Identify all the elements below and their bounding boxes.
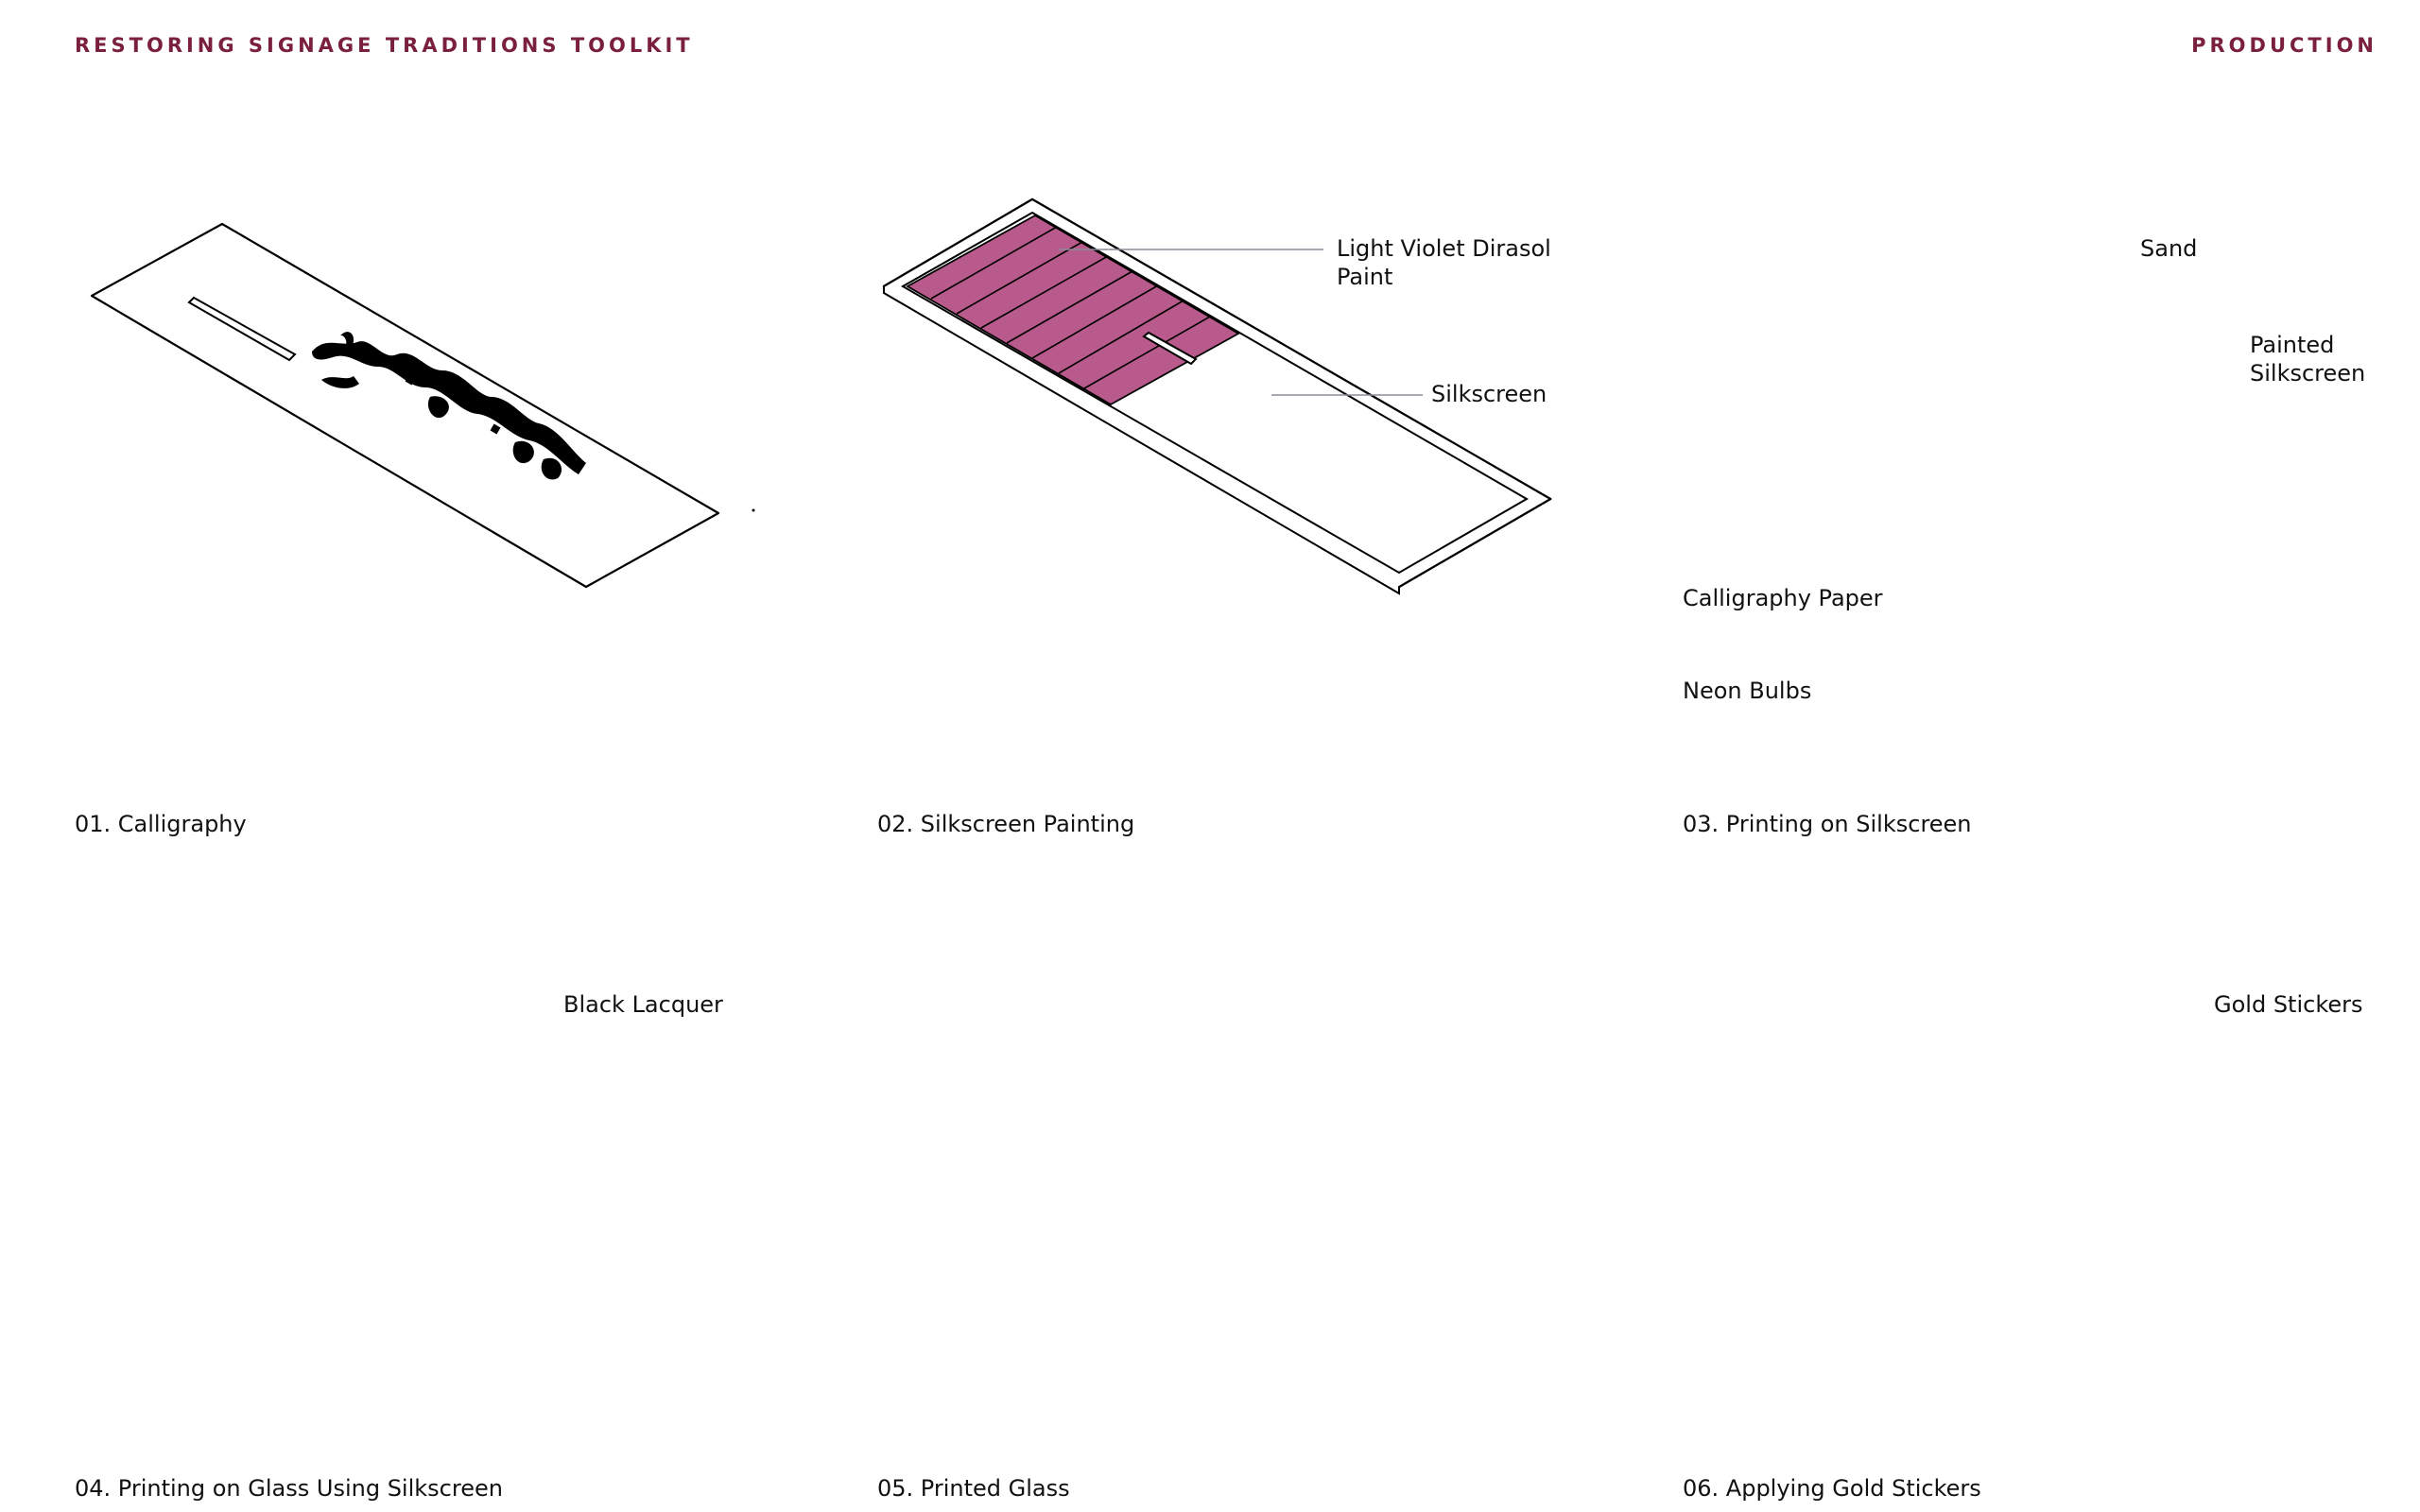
section-title: PRODUCTION — [2191, 34, 2377, 57]
label-sand: Sand — [2140, 235, 2198, 262]
label-neon-bulbs: Neon Bulbs — [1683, 678, 1812, 704]
label-silkscreen: Silkscreen — [1431, 381, 1547, 407]
step2-caption: 02. Silkscreen Painting — [877, 811, 1135, 837]
step2-silkscreen-illustration — [882, 198, 1552, 595]
label-black-lacquer: Black Lacquer — [563, 991, 723, 1018]
step1-calligraphy-illustration — [90, 222, 755, 589]
label-calligraphy-paper: Calligraphy Paper — [1683, 585, 1883, 611]
label-light-violet-dirasol-paint: Light Violet Dirasol Paint — [1337, 235, 1551, 290]
label-painted-silkscreen: Painted Silkscreen — [2250, 332, 2366, 387]
step4-caption: 04. Printing on Glass Using Silkscreen — [75, 1475, 503, 1502]
step1-caption: 01. Calligraphy — [75, 811, 247, 837]
calligraphy-sheet — [90, 222, 720, 589]
step6-caption: 06. Applying Gold Stickers — [1683, 1475, 1981, 1502]
step3-caption: 03. Printing on Silkscreen — [1683, 811, 1972, 837]
step5-caption: 05. Printed Glass — [877, 1475, 1070, 1502]
toolkit-title: RESTORING SIGNAGE TRADITIONS TOOLKIT — [75, 34, 694, 57]
label-gold-stickers: Gold Stickers — [2214, 991, 2363, 1018]
calligraphy-text — [312, 341, 586, 474]
violet-paint-area — [906, 214, 1240, 406]
